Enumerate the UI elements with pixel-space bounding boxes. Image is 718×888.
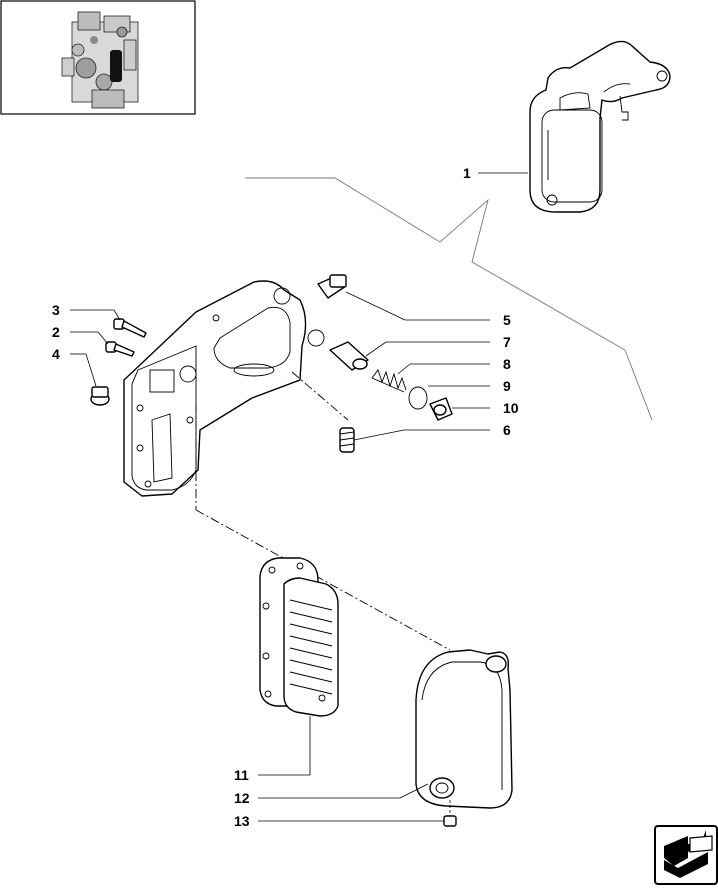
callout-2: 2 xyxy=(52,324,60,340)
callout-10: 10 xyxy=(503,400,519,416)
spring-part-8 xyxy=(371,369,407,393)
oil-filter-head-part xyxy=(123,280,325,497)
callout-6: 6 xyxy=(503,422,511,438)
callout-9: 9 xyxy=(503,378,511,394)
engine-thumbnail-icon[interactable] xyxy=(0,0,196,115)
bolt-part-2 xyxy=(105,341,135,357)
callout-4: 4 xyxy=(52,346,60,362)
plug-part-4 xyxy=(90,386,110,406)
callout-8: 8 xyxy=(503,356,511,372)
oil-cooler-part-11 xyxy=(259,557,339,717)
fitting-part-5 xyxy=(317,274,347,299)
o-ring-part-9 xyxy=(408,386,428,410)
next-page-arrow-icon[interactable] xyxy=(654,825,718,885)
callout-5: 5 xyxy=(503,312,511,328)
valve-piston-part-7 xyxy=(329,341,369,371)
callout-13: 13 xyxy=(234,813,250,829)
plug-part-10 xyxy=(429,397,453,421)
callout-1: 1 xyxy=(463,165,471,181)
bolt-part-3 xyxy=(113,318,147,338)
callout-7: 7 xyxy=(503,334,511,350)
callout-12: 12 xyxy=(234,790,250,806)
assembly-outline xyxy=(245,177,653,421)
callout-3: 3 xyxy=(52,302,60,318)
spring-part-6 xyxy=(339,427,355,453)
cooler-cover-part-12 xyxy=(415,649,513,809)
oil-cooler-assembly-part xyxy=(529,40,671,213)
callout-11: 11 xyxy=(234,767,249,783)
